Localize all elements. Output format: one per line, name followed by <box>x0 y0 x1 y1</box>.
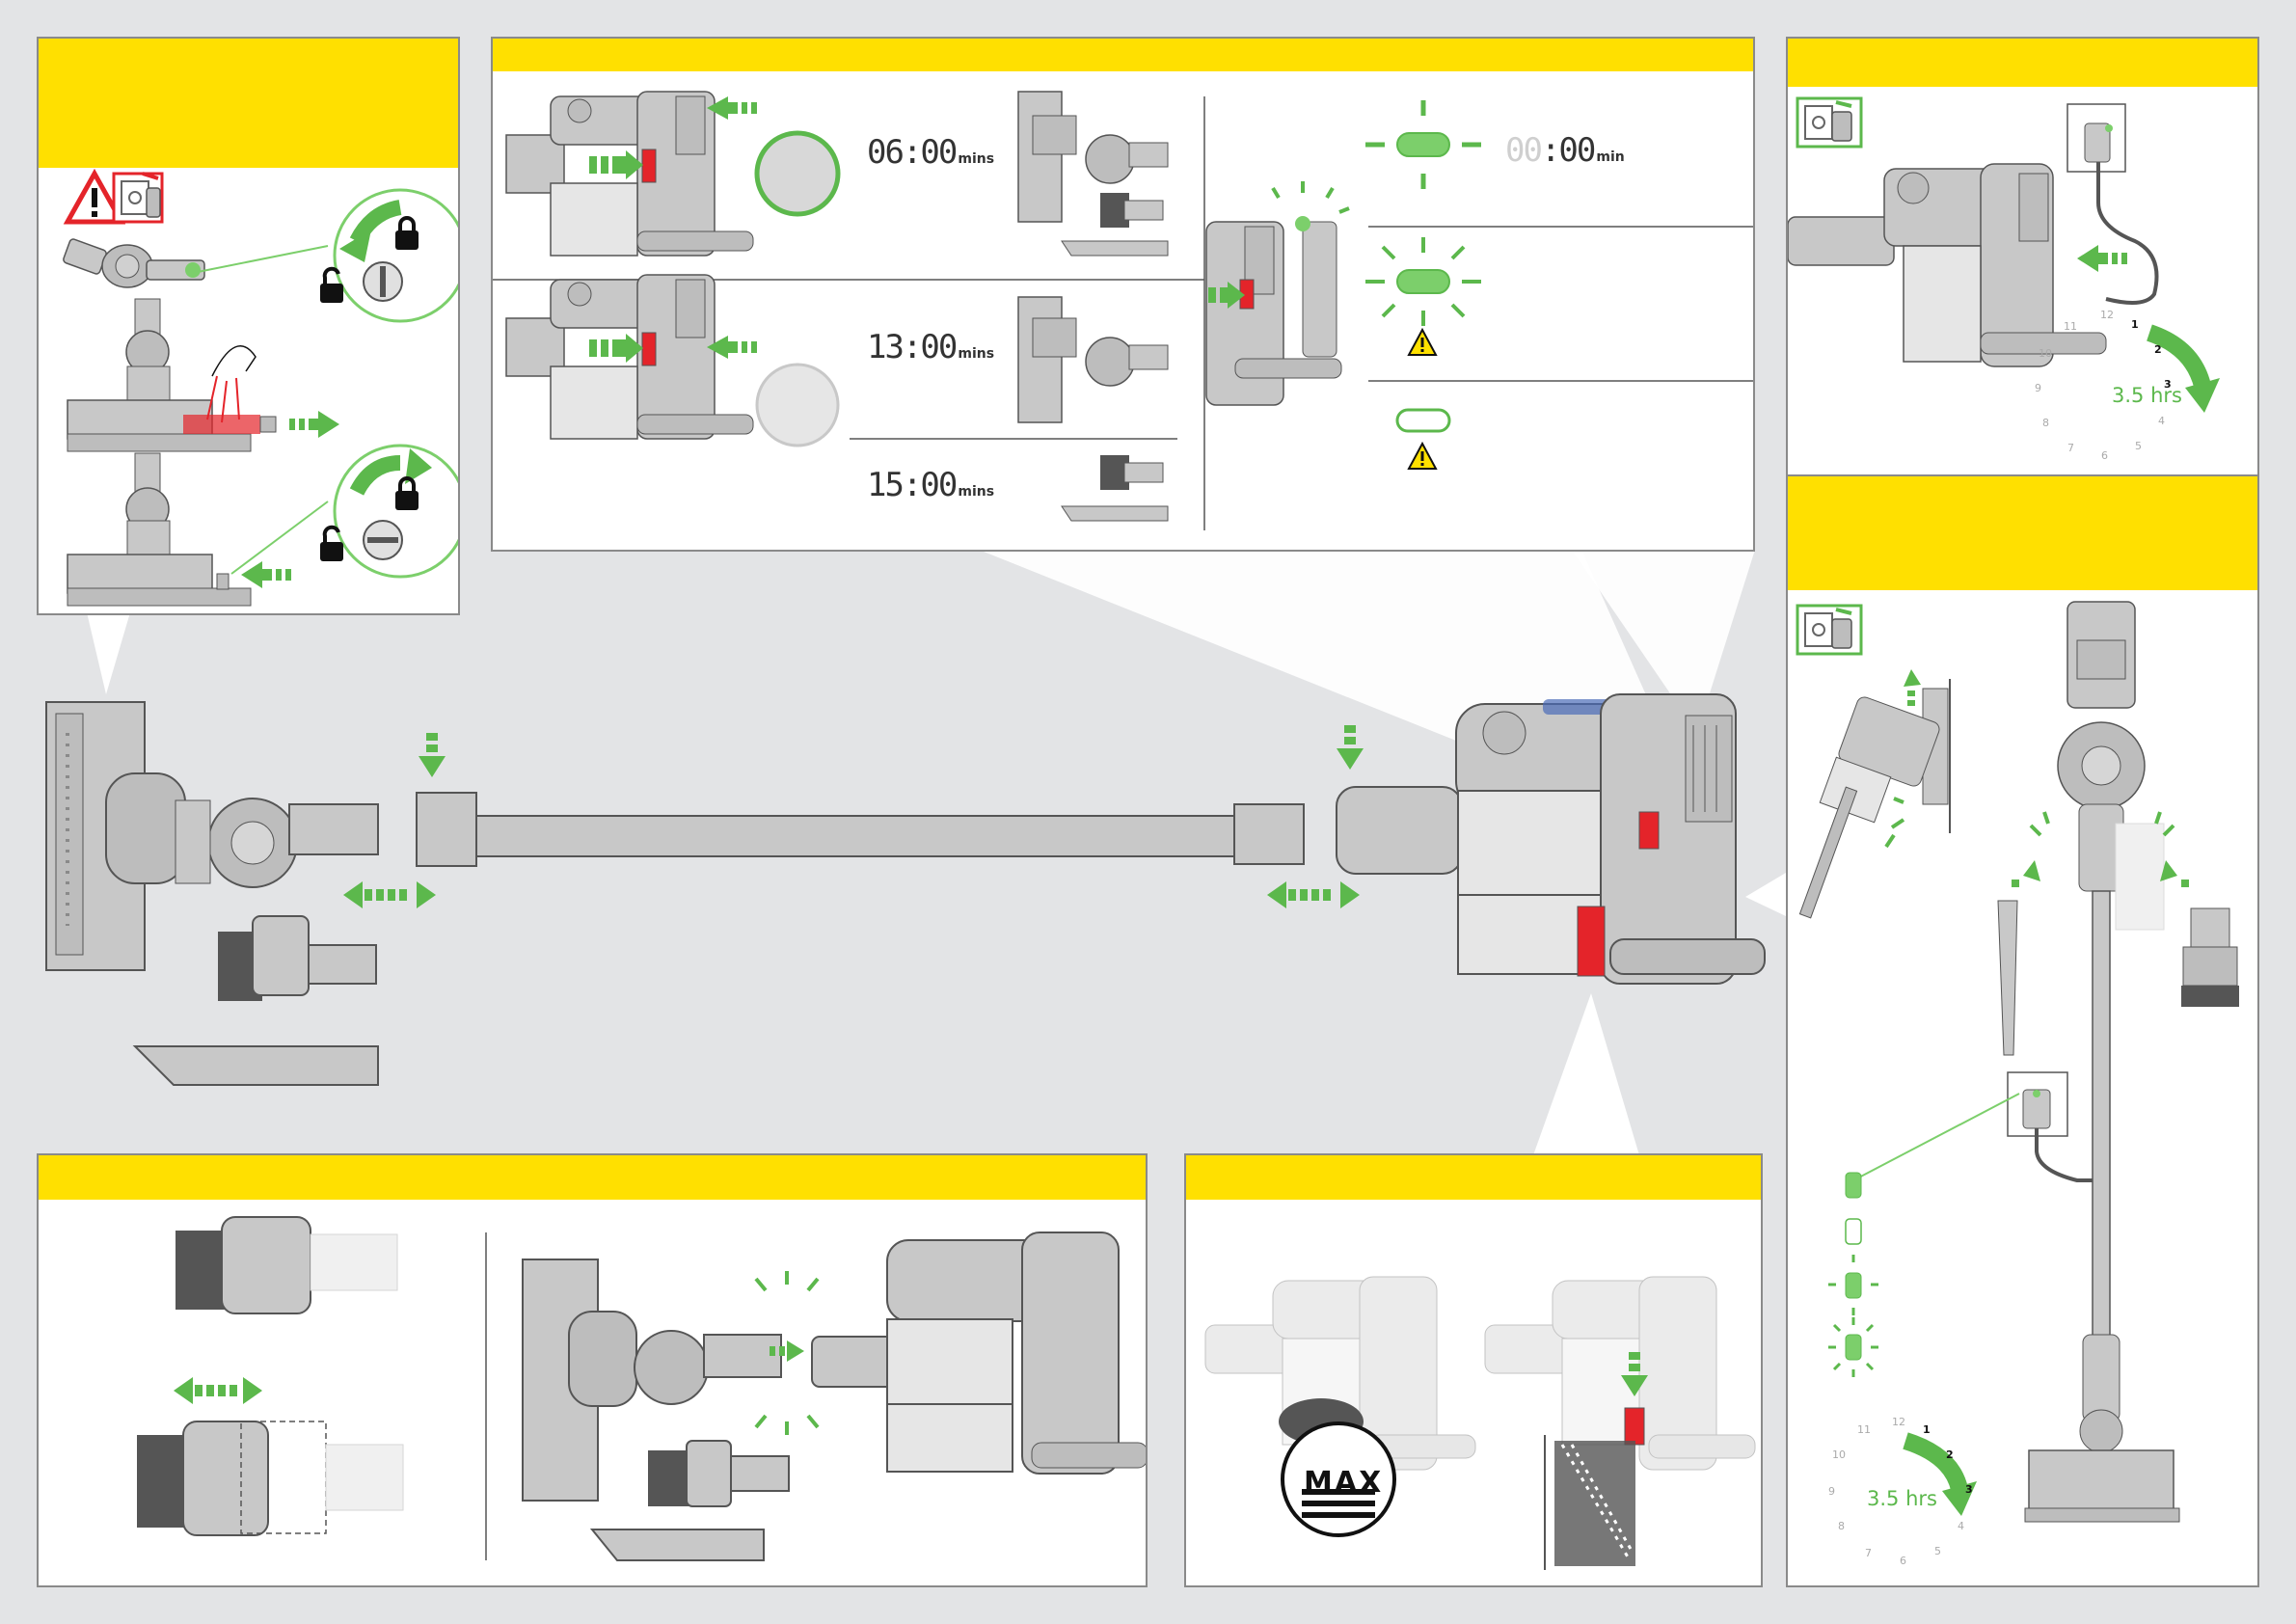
clock-number: 1 <box>1923 1423 1931 1436</box>
dock-illustration <box>1796 601 2239 1523</box>
lock-icon <box>395 216 419 250</box>
bin-illustration <box>1204 1276 1756 1570</box>
warning-icon <box>1407 441 1438 470</box>
run-time-unit: mins <box>958 484 995 500</box>
clock-number: 4 <box>1958 1520 1964 1532</box>
lock-icon <box>395 476 419 510</box>
clock-number: 2 <box>2154 343 2162 356</box>
clock-number: 5 <box>2135 440 2142 452</box>
panel-header-band <box>39 1155 1146 1200</box>
green-arrow-icon <box>289 411 339 438</box>
run-time-value: :00 <box>1540 131 1596 170</box>
run-time-illustration <box>493 91 1753 530</box>
green-arrow-icon <box>1904 669 1921 706</box>
green-arrow-icon <box>1621 1352 1648 1396</box>
normal-mode-indicator <box>755 363 840 447</box>
clock-number: 7 <box>2067 442 2074 454</box>
panel-charging-handheld: 3.5 hrs 12 1 2 3 4 5 6 7 8 9 10 11 <box>1786 37 2259 476</box>
panel-bin-emptying: MAX <box>1184 1153 1763 1587</box>
green-arrow-icon <box>2160 860 2189 887</box>
brush-bar-illustration <box>63 168 458 607</box>
panel-header-band <box>39 39 458 168</box>
green-arrow-icon <box>589 334 643 363</box>
green-arrow-icon <box>770 1340 804 1362</box>
clock-number: 10 <box>1832 1448 1846 1461</box>
clock-icon <box>1903 1432 1977 1516</box>
led-indicator-icon <box>1395 408 1451 433</box>
green-arrow-icon <box>707 96 757 120</box>
clock-number: 8 <box>1838 1520 1845 1532</box>
panel-charging-dock: 3.5 hrs 12 1 2 3 4 5 6 7 8 9 10 11 <box>1786 474 2259 1587</box>
bin-max-label: MAX <box>1304 1466 1384 1500</box>
panel-tools-attachment <box>37 1153 1148 1587</box>
clock-number: 6 <box>2101 449 2108 462</box>
green-arrow-icon <box>2012 860 2040 887</box>
plug-socket-icon <box>112 172 164 224</box>
run-time-unit: mins <box>958 346 995 362</box>
green-arrow-icon <box>1208 282 1245 309</box>
clock-number: 6 <box>1900 1555 1906 1567</box>
panel-header-band <box>493 39 1753 71</box>
max-mode-indicator <box>754 130 841 217</box>
clock-number: 2 <box>1946 1448 1954 1461</box>
run-time-value: 06:00 <box>867 133 958 172</box>
led-indicator-icon <box>1365 237 1481 326</box>
clock-number: 1 <box>2131 318 2139 331</box>
run-time-unit: min <box>1596 149 1625 165</box>
warning-icon <box>63 168 126 225</box>
clock-number: 3 <box>2164 378 2172 391</box>
run-time-dim-value: 00 <box>1505 131 1543 170</box>
green-arrow-icon <box>589 150 643 179</box>
clock-number: 7 <box>1865 1547 1872 1559</box>
clock-number: 12 <box>2100 309 2114 321</box>
clock-icon <box>2146 324 2220 413</box>
charging-illustration <box>1788 96 2220 413</box>
clock-number: 4 <box>2158 415 2165 427</box>
warning-icon <box>1407 327 1438 356</box>
clock-number: 5 <box>1934 1545 1941 1557</box>
clock-number: 9 <box>2035 382 2041 394</box>
plug-socket-icon <box>1796 604 1863 656</box>
green-arrow-icon <box>2077 245 2127 272</box>
clock-number: 9 <box>1828 1485 1835 1498</box>
led-indicator-icon <box>1828 1172 1878 1377</box>
charge-time-label: 3.5 hrs <box>2112 384 2182 407</box>
panel-brush-bar-removal <box>37 37 460 615</box>
clock-number: 11 <box>2064 320 2077 333</box>
clock-number: 10 <box>2039 347 2052 360</box>
run-time-unit: mins <box>958 151 995 167</box>
green-arrow-icon <box>241 561 291 588</box>
panel-header-band <box>1788 476 2257 590</box>
green-arrow-icon <box>707 336 757 359</box>
unlock-icon <box>320 266 343 303</box>
green-arrow-icon <box>174 1377 262 1404</box>
led-indicator-icon <box>1365 100 1481 189</box>
clock-number: 12 <box>1892 1416 1905 1428</box>
clock-number: 3 <box>1965 1483 1973 1496</box>
unlock-icon <box>320 525 343 561</box>
run-time-value: 13:00 <box>867 328 958 366</box>
panel-header-band <box>1788 39 2257 87</box>
charge-time-label: 3.5 hrs <box>1867 1487 1937 1510</box>
clock-number: 11 <box>1857 1423 1871 1436</box>
run-time-value: 15:00 <box>867 466 958 504</box>
panel-header-band <box>1186 1155 1761 1200</box>
tools-illustration <box>137 1216 1146 1561</box>
clock-number: 8 <box>2042 417 2049 429</box>
plug-socket-icon <box>1796 96 1863 149</box>
